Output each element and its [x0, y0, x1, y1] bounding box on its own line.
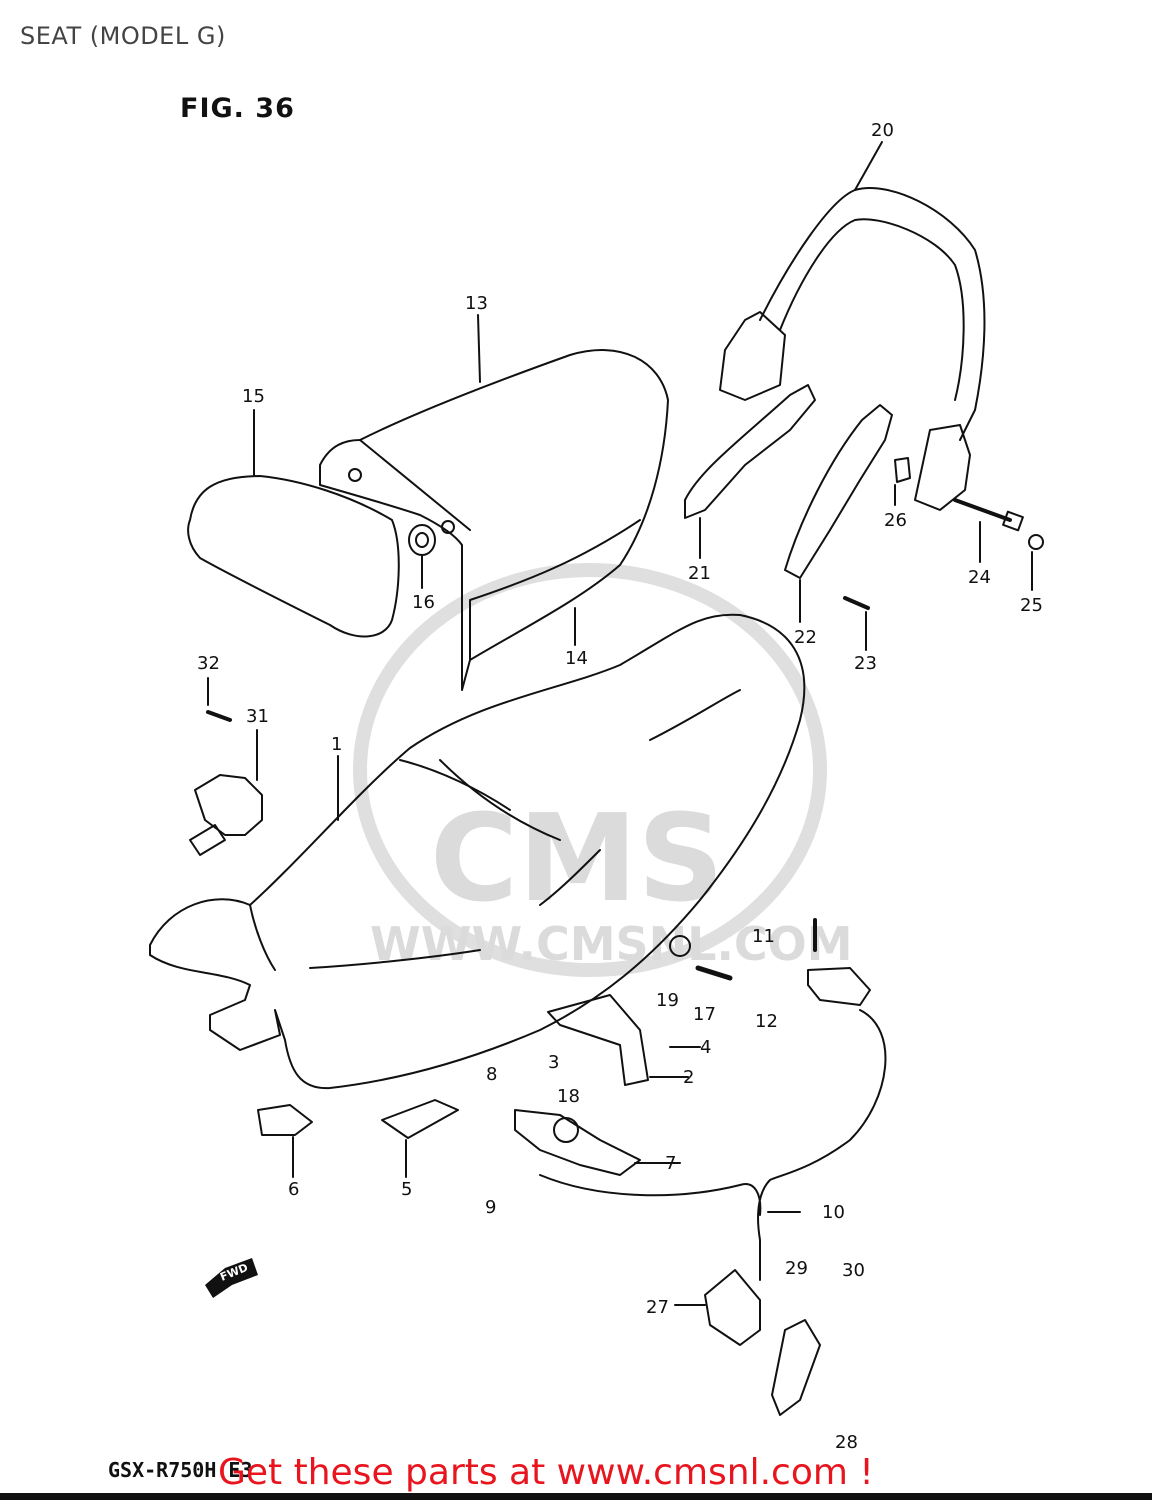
callout-23: 23 — [854, 653, 877, 674]
callout-5: 5 — [401, 1179, 412, 1200]
callout-7: 7 — [665, 1153, 676, 1174]
callout-21: 21 — [688, 563, 711, 584]
callout-29: 29 — [785, 1258, 808, 1279]
figure-label: FIG. 36 — [180, 93, 295, 124]
callout-19: 19 — [656, 990, 679, 1011]
callout-12: 12 — [755, 1011, 778, 1032]
callout-22: 22 — [794, 627, 817, 648]
page-title: SEAT (MODEL G) — [20, 22, 226, 50]
callout-26: 26 — [884, 510, 907, 531]
callout-30: 30 — [842, 1260, 865, 1281]
callout-20: 20 — [871, 120, 894, 141]
callout-1: 1 — [331, 734, 342, 755]
callout-15: 15 — [242, 386, 265, 407]
callout-13: 13 — [465, 293, 488, 314]
seat-part — [149, 613, 806, 1090]
buy-parts-link[interactable]: Get these parts at www.cmsnl.com ! — [218, 1452, 874, 1493]
watermark: CMS WWW.CMSNL.COM — [353, 563, 853, 977]
bottom-divider — [0, 1493, 1152, 1500]
callout-2: 2 — [683, 1067, 694, 1088]
callout-28: 28 — [835, 1432, 858, 1453]
callout-31: 31 — [246, 706, 269, 727]
fwd-arrow-icon: FWD — [205, 1258, 258, 1298]
watermark-url: WWW.CMSNL.COM — [370, 917, 853, 971]
seat-cushion-part — [187, 475, 400, 638]
callout-9: 9 — [485, 1197, 496, 1218]
grab-rail-part — [759, 187, 986, 441]
callout-27: 27 — [646, 1297, 669, 1318]
callout-16: 16 — [412, 592, 435, 613]
callout-3: 3 — [548, 1052, 559, 1073]
release-cable-part — [539, 1009, 887, 1281]
model-code: GSX-R750H E3 — [108, 1458, 253, 1482]
callout-14: 14 — [565, 648, 588, 669]
seat-tail-cover-part — [319, 349, 669, 691]
callout-32: 32 — [197, 653, 220, 674]
callout-17: 17 — [693, 1004, 716, 1025]
callout-4: 4 — [700, 1037, 711, 1058]
watermark-brand: CMS — [430, 790, 724, 929]
callout-18: 18 — [557, 1086, 580, 1107]
callout-25: 25 — [1020, 595, 1043, 616]
callout-24: 24 — [968, 567, 991, 588]
callout-8: 8 — [486, 1064, 497, 1085]
callout-10: 10 — [822, 1202, 845, 1223]
callout-11: 11 — [752, 926, 775, 947]
callout-6: 6 — [288, 1179, 299, 1200]
